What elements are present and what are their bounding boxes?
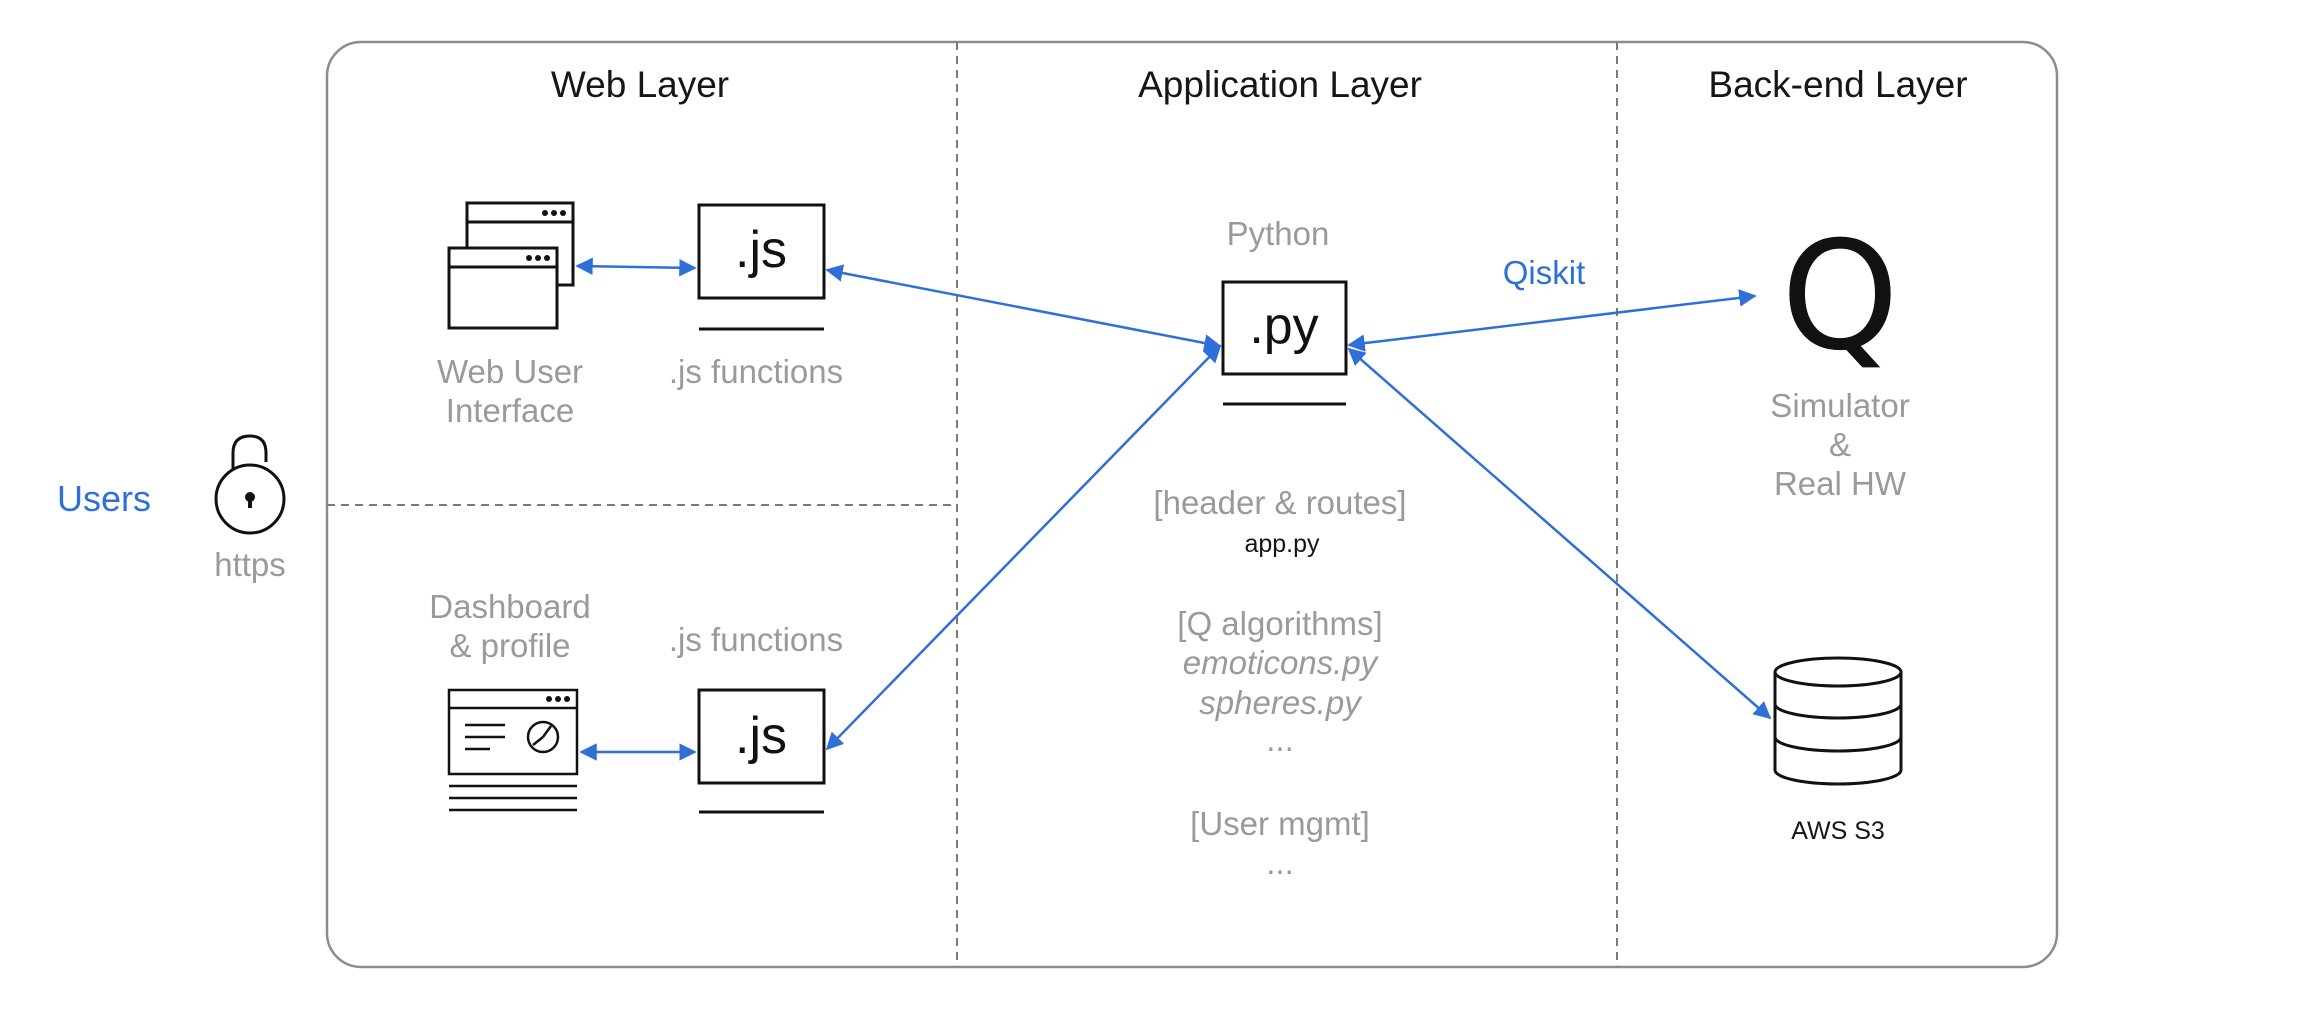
emoticons-file-label: emoticons.py	[1182, 644, 1378, 681]
js-functions-label-bottom: .js functions	[668, 621, 844, 658]
js-box-dashboard	[697, 688, 826, 785]
js-badge-top: .js	[735, 221, 787, 279]
application-layer-title: Application Layer	[1138, 64, 1422, 105]
q-algorithms-label: [Q algorithms]	[1177, 605, 1383, 642]
browser-windows-icon	[447, 201, 575, 330]
ellipsis-user-mgmt: ...	[1266, 844, 1294, 881]
arrow-py-s3	[1347, 347, 1772, 720]
spheres-file-label: spheres.py	[1199, 684, 1361, 721]
users-label: Users	[56, 478, 152, 519]
simulator-real-hw-label: Simulator & Real HW	[1770, 387, 1910, 502]
app-py-label: app.py	[1244, 530, 1320, 558]
web-user-interface-label: Web User Interface	[436, 353, 584, 429]
js-badge-bottom: .js	[735, 707, 787, 765]
arrow-py-qiskit	[1347, 289, 1757, 352]
q-logo-icon: Q	[1780, 210, 1900, 384]
js-functions-label-top: .js functions	[668, 353, 844, 390]
header-routes-label: [header & routes]	[1153, 484, 1407, 521]
aws-s3-label: AWS S3	[1791, 817, 1885, 845]
unlocked-padlock-icon	[214, 434, 286, 535]
https-label: https	[214, 546, 286, 583]
python-label: Python	[1226, 215, 1330, 252]
dashboard-profile-label: Dashboard & profile	[429, 588, 591, 664]
js-box-web-ui	[697, 203, 826, 300]
user-mgmt-label: [User mgmt]	[1190, 805, 1370, 842]
dashboard-window-icon	[447, 688, 579, 812]
arrow-js-top-py	[825, 264, 1222, 352]
py-box	[1221, 280, 1348, 376]
qiskit-label: Qiskit	[1502, 254, 1586, 291]
web-layer-title: Web Layer	[550, 64, 730, 105]
py-badge: .py	[1249, 297, 1319, 355]
arrow-webui-js	[575, 257, 697, 277]
arrow-js-bottom-py	[825, 344, 1222, 751]
database-icon	[1773, 656, 1903, 786]
ellipsis-algorithms: ...	[1266, 721, 1294, 758]
backend-layer-title: Back-end Layer	[1708, 64, 1968, 105]
